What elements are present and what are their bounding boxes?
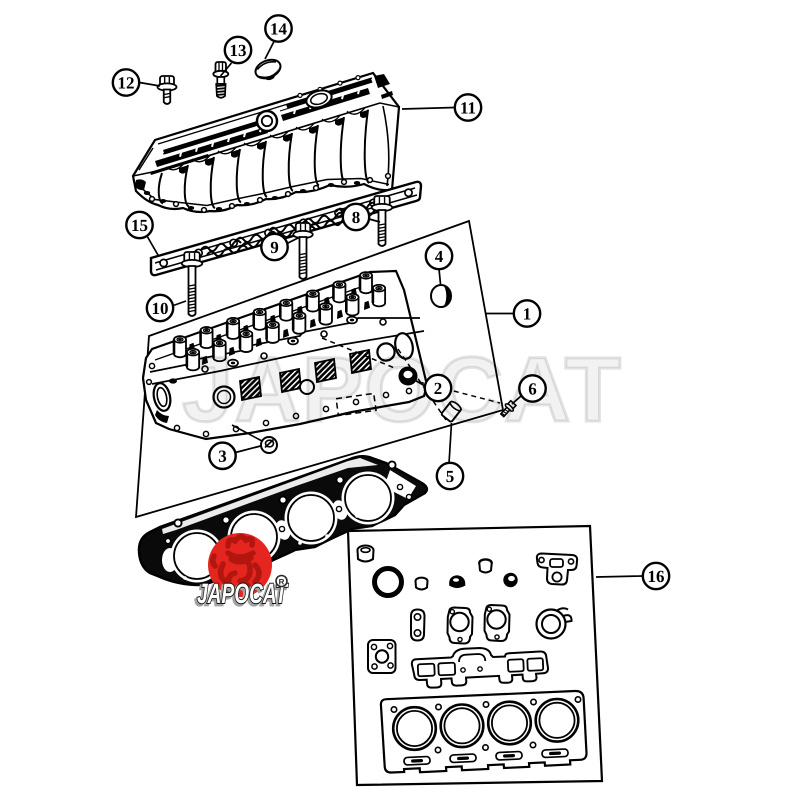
svg-text:15: 15: [131, 216, 148, 235]
svg-text:JAPOCAT: JAPOCAT: [195, 580, 287, 611]
svg-text:14: 14: [270, 19, 288, 38]
svg-text:16: 16: [647, 567, 664, 586]
svg-text:6: 6: [528, 379, 537, 398]
svg-text:2: 2: [434, 379, 443, 398]
svg-text:JAPOCAT: JAPOCAT: [197, 578, 289, 609]
svg-text:8: 8: [352, 208, 361, 227]
svg-text:4: 4: [435, 247, 444, 266]
svg-text:JAPOCAT: JAPOCAT: [182, 339, 622, 441]
svg-text:3: 3: [218, 447, 227, 466]
svg-text:9: 9: [270, 238, 279, 257]
svg-text:R: R: [279, 577, 285, 586]
svg-text:13: 13: [229, 41, 246, 60]
svg-text:11: 11: [460, 98, 476, 117]
svg-text:10: 10: [151, 299, 168, 318]
svg-text:12: 12: [117, 73, 134, 92]
svg-text:5: 5: [446, 467, 455, 486]
svg-text:1: 1: [523, 304, 532, 323]
